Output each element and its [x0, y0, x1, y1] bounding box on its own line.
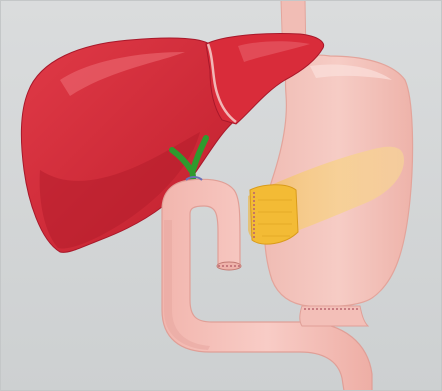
pancreas-head	[250, 185, 298, 244]
jejunal-stump	[217, 262, 241, 270]
